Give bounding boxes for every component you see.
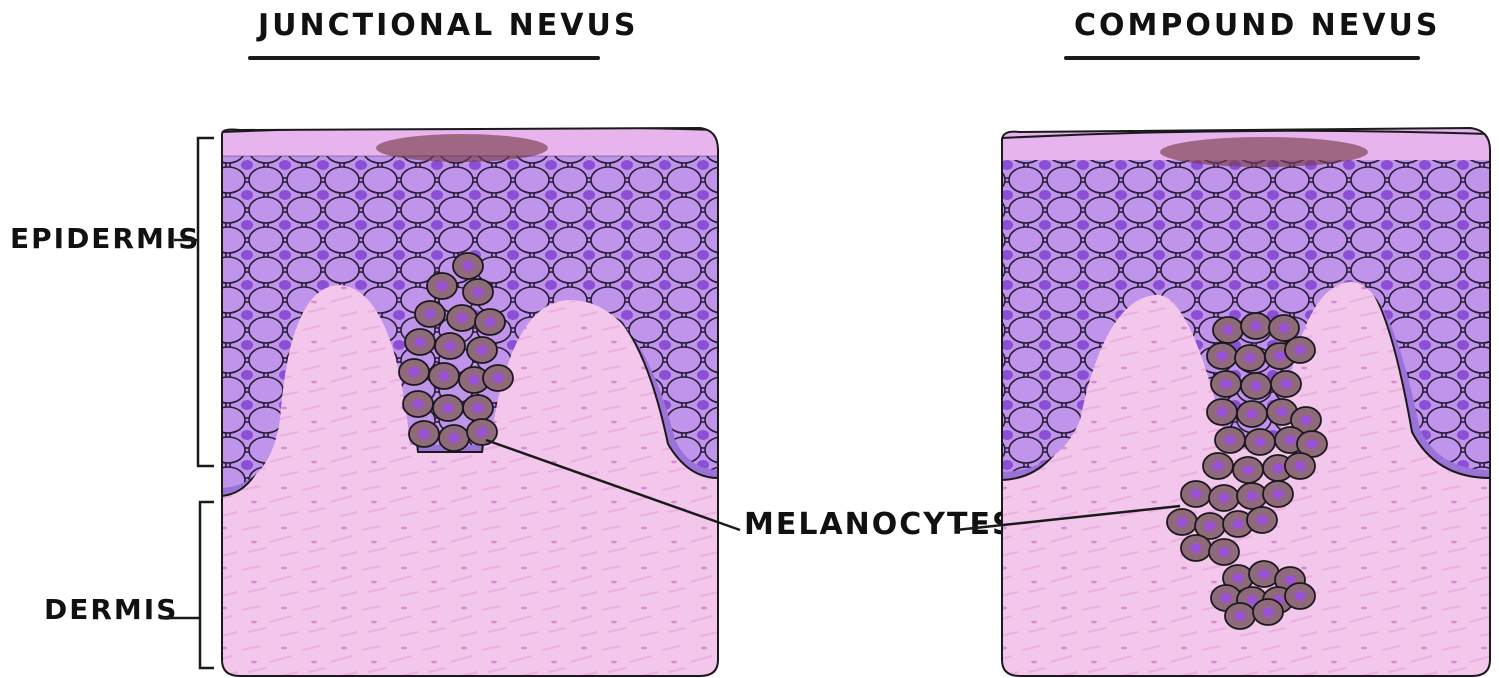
epidermis-bracket [174, 138, 214, 466]
junctional-nevus-panel [200, 120, 740, 678]
dermis-bracket [160, 502, 214, 668]
compound-nevus-panel [990, 120, 1499, 678]
